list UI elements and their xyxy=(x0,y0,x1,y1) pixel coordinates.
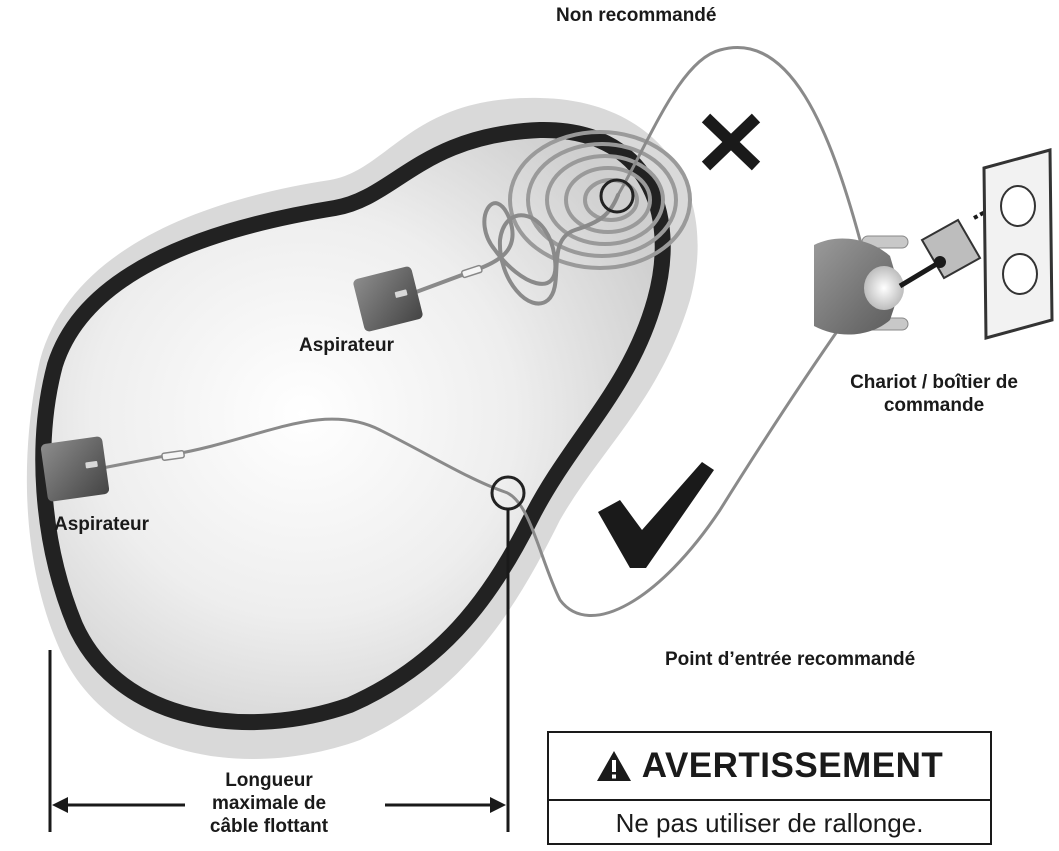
cable-swivel-lower xyxy=(161,450,185,461)
label-entry-point: Point d’entrée recommandé xyxy=(665,649,916,670)
vacuum-upper xyxy=(353,266,423,332)
cross-icon xyxy=(701,113,761,171)
label-not-recommended: Non recommandé xyxy=(556,5,717,26)
warning-header: AVERTISSEMENT xyxy=(549,733,990,801)
power-cord xyxy=(898,259,942,289)
label-vacuum-lower: Aspirateur xyxy=(54,514,150,535)
label-max-cable-length: Longueur maximale de câble flottant xyxy=(196,769,342,838)
power-plug xyxy=(920,218,982,280)
dimension-line xyxy=(48,508,510,832)
coiled-cable-rings xyxy=(508,130,692,270)
label-maxlen-line1: Longueur xyxy=(225,770,313,791)
vacuum-lower xyxy=(40,436,110,502)
tangled-cable xyxy=(398,193,620,306)
label-maxlen-line2: maximale de xyxy=(211,793,327,814)
cable-recommended xyxy=(91,319,847,617)
label-cart-line2: commande xyxy=(883,395,985,416)
label-cart-control-box: Chariot / boîtier de commande xyxy=(818,371,1050,417)
label-cart-line1: Chariot / boîtier de xyxy=(850,372,1018,393)
warning-message: Ne pas utiliser de rallonge. xyxy=(615,807,924,838)
cart-control-box xyxy=(814,235,909,335)
checkmark-icon xyxy=(598,462,714,568)
cable-swivel-upper xyxy=(461,264,483,279)
marker-circle-upper xyxy=(599,178,635,214)
warning-triangle-icon xyxy=(596,751,631,781)
warning-title: AVERTISSEMENT xyxy=(641,746,944,785)
wall-outlet xyxy=(982,148,1054,340)
label-vacuum-upper: Aspirateur xyxy=(299,335,395,356)
pool-basin xyxy=(35,121,671,731)
label-maxlen-line3: câble flottant xyxy=(209,816,329,837)
warning-box: AVERTISSEMENT Ne pas utiliser de rallong… xyxy=(547,731,992,845)
